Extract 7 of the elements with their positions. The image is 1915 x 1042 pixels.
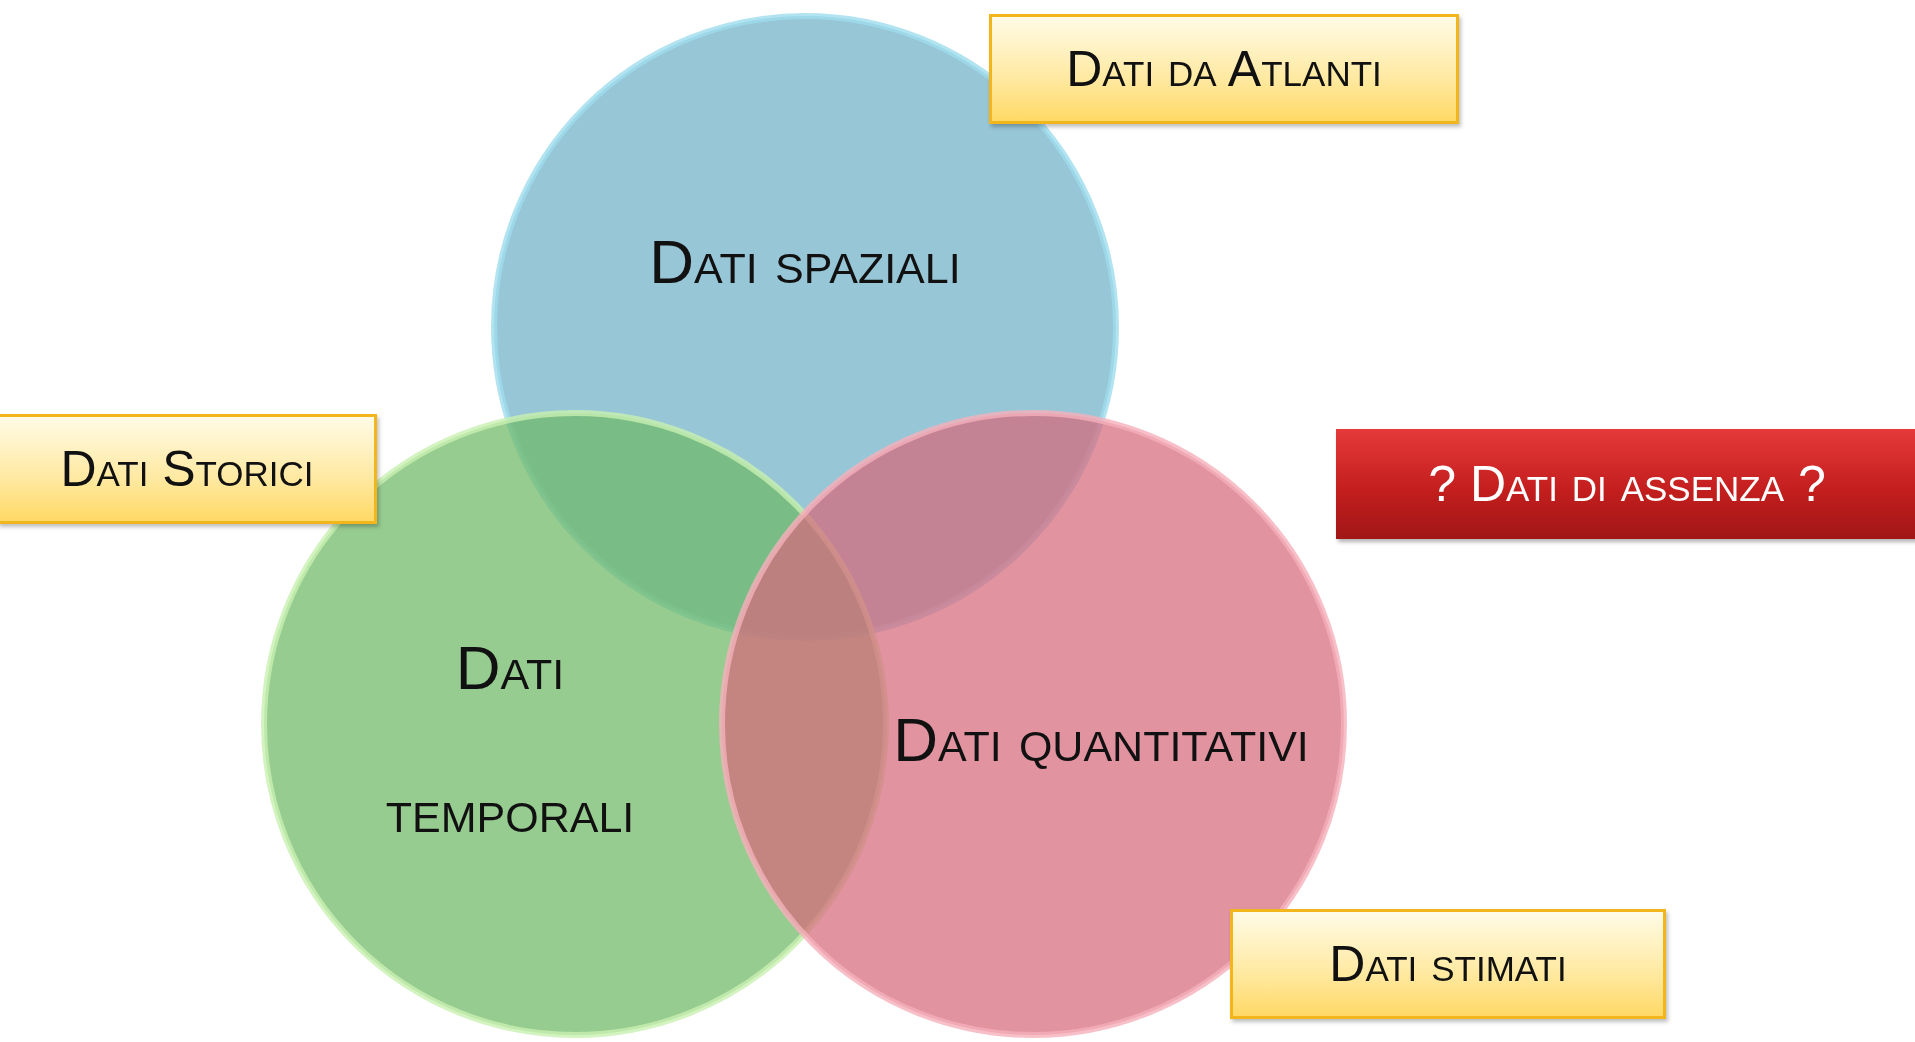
label-box: Dati da Atlanti (989, 14, 1459, 124)
circle-label: Dati temporali (384, 632, 636, 847)
highlight-box: ? Dati di assenza ? (1336, 429, 1915, 539)
label-box: Dati stimati (1230, 909, 1666, 1019)
label-box: Dati Storici (0, 414, 377, 524)
circle-label: Dati quantitativi (892, 703, 1310, 776)
circle-label: Dati spaziali (648, 225, 962, 298)
